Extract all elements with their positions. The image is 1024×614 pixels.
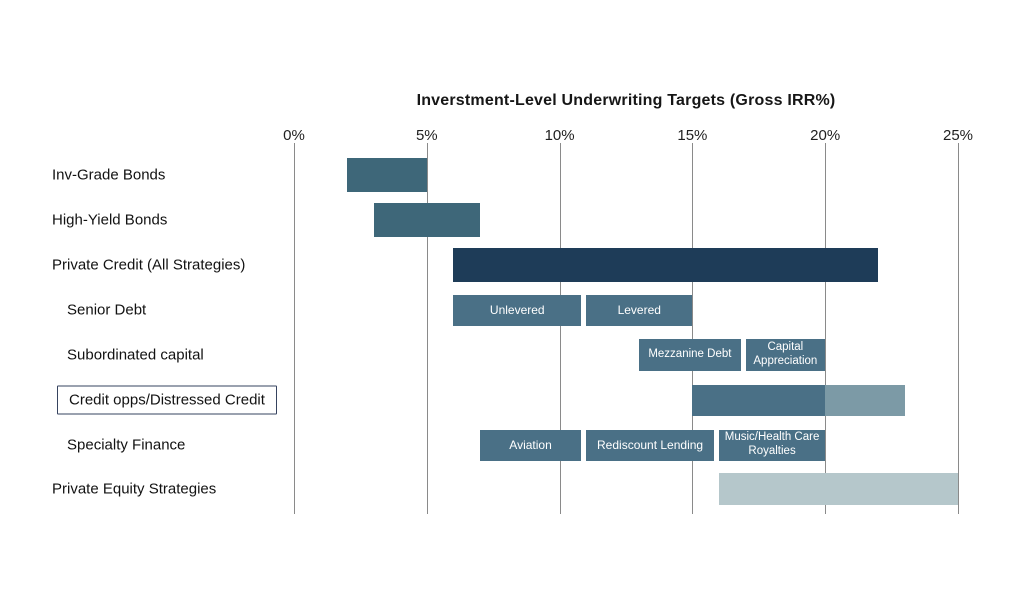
bar-segment-senior-debt-unlevered: Unlevered xyxy=(453,294,582,326)
row-label-inv-grade-bonds: Inv-Grade Bonds xyxy=(52,166,166,184)
bar-segment-specialty-finance-music-health-care-royalties: Music/Health Care Royalties xyxy=(718,429,826,461)
x-axis-tick-label: 0% xyxy=(283,127,305,144)
x-axis-gridline xyxy=(294,143,295,514)
row-label-private-equity-strategies: Private Equity Strategies xyxy=(52,480,217,498)
bar-segment-high-yield-bonds xyxy=(373,203,480,237)
row-label-subordinated-capital: Subordinated capital xyxy=(67,346,204,364)
bar-segment-inv-grade-bonds xyxy=(347,158,427,192)
bar-segment-credit-opps-distressed-credit xyxy=(692,384,826,416)
bar-segment-specialty-finance-rediscount-lending: Rediscount Lending xyxy=(586,429,714,461)
row-label-specialty-finance: Specialty Finance xyxy=(67,436,186,454)
bar-segment-credit-opps-distressed-credit xyxy=(825,384,905,416)
bar-segment-specialty-finance-aviation: Aviation xyxy=(479,429,582,461)
x-axis-gridline xyxy=(958,143,959,514)
x-axis-tick-label: 15% xyxy=(677,127,708,144)
x-axis-tick-label: 25% xyxy=(942,127,974,144)
bar-segment-private-equity-strategies xyxy=(718,473,958,505)
bar-segment-private-credit-all-strategies xyxy=(453,248,879,282)
x-axis-tick-label: 5% xyxy=(415,127,438,144)
row-label-private-credit-all-strategies: Private Credit (All Strategies) xyxy=(52,256,246,274)
x-axis-tick-label: 10% xyxy=(544,127,575,144)
x-axis-gridline xyxy=(559,143,561,514)
bar-segment-senior-debt-levered: Levered xyxy=(586,294,693,326)
x-axis-tick-label: 20% xyxy=(810,127,841,144)
row-label-credit-opps-distressed-credit: Credit opps/Distressed Credit xyxy=(57,385,277,415)
row-label-high-yield-bonds: High-Yield Bonds xyxy=(52,211,168,229)
x-axis-gridline xyxy=(692,143,694,514)
x-axis-gridline xyxy=(426,143,428,514)
x-axis-gridline xyxy=(825,143,827,514)
row-label-senior-debt: Senior Debt xyxy=(67,301,147,319)
bar-segment-subordinated-capital-capital-appreciation: Capital Appreciation xyxy=(745,339,826,371)
chart-title: Inverstment-Level Underwriting Targets (… xyxy=(416,92,836,109)
bar-segment-subordinated-capital-mezzanine-debt: Mezzanine Debt xyxy=(639,339,741,371)
